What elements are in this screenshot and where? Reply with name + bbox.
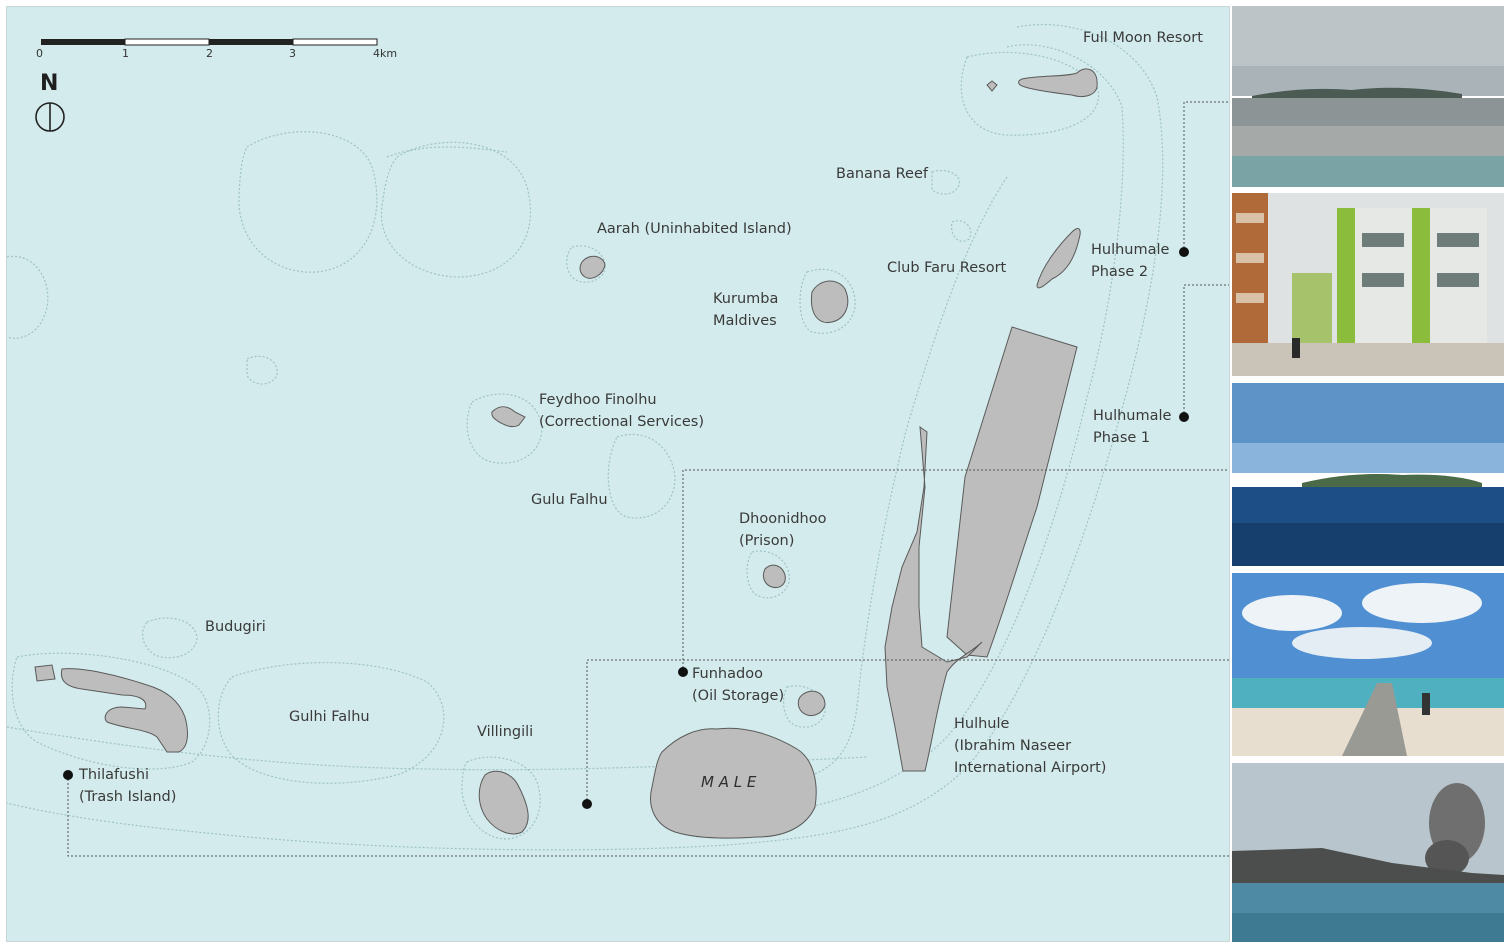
map-panel: 0 1 2 3 4km N Full Moon Resort Banana Re…: [6, 6, 1230, 942]
island-feydhoo: [491, 406, 526, 428]
label-villingili[interactable]: Villingili: [477, 724, 534, 740]
leader-male: [586, 659, 1229, 804]
islands: [34, 68, 1098, 839]
photo-strip: [1232, 6, 1504, 942]
island-funhadoo: [797, 690, 826, 716]
label-feydhoo-finolhu[interactable]: Feydhoo Finolhu(Correctional Services): [539, 392, 704, 430]
island-kurumba: [810, 280, 849, 324]
photo-thilafushi-smoke[interactable]: [1232, 763, 1504, 942]
reef-left-edge: [7, 255, 49, 339]
island-villingili: [478, 770, 529, 835]
label-aarah[interactable]: Aarah (Uninhabited Island): [597, 221, 792, 237]
reef-airport-west: [806, 176, 1008, 778]
island-club-faru: [1036, 228, 1081, 289]
island-dhoonidhoo: [762, 564, 786, 588]
leader-thilafushi: [67, 775, 1229, 857]
label-male[interactable]: M A L E: [701, 773, 757, 791]
photo-hulhumale-apartments[interactable]: [1232, 193, 1504, 376]
marker-funhadoo: [678, 667, 688, 677]
label-funhadoo[interactable]: Funhadoo(Oil Storage): [692, 666, 785, 704]
marker-hulhumale-1: [1179, 412, 1189, 422]
label-full-moon-resort[interactable]: Full Moon Resort: [1083, 30, 1203, 46]
marker-male: [582, 799, 592, 809]
label-thilafushi[interactable]: Thilafushi(Trash Island): [79, 767, 177, 805]
photo-funhadoo-island[interactable]: [1232, 383, 1504, 566]
reef-budugiri: [141, 617, 198, 659]
reef-airport-atoll: [7, 23, 1164, 851]
label-club-faru-resort[interactable]: Club Faru Resort: [887, 260, 1007, 276]
reef-round-1: [238, 131, 378, 273]
reef-feydhoo: [466, 393, 543, 464]
leader-lines: [67, 101, 1229, 857]
label-budugiri[interactable]: Budugiri: [205, 619, 266, 635]
island-hulhumale: [946, 326, 1078, 658]
label-gulu-falhu[interactable]: Gulu Falhu: [531, 492, 608, 508]
island-hulhule: [884, 425, 983, 772]
label-banana-reef[interactable]: Banana Reef: [836, 166, 928, 182]
north-arrow-icon: [35, 102, 65, 132]
photo-hulhumale-phase-2-site[interactable]: [1232, 6, 1504, 187]
scale-tick-1: 1: [122, 47, 129, 60]
scale-tick-4km: 4km: [373, 47, 398, 60]
marker-thilafushi: [63, 770, 73, 780]
reef-gulhi: [217, 661, 445, 784]
scale-bar: [41, 38, 378, 46]
reef-round-2: [380, 141, 532, 278]
reef-airport-atoll-inner: [706, 44, 1124, 823]
photo-male-beach[interactable]: [1232, 573, 1504, 756]
island-aarah: [579, 255, 606, 279]
reef-gulu: [607, 433, 676, 519]
label-gulhi-falhu[interactable]: Gulhi Falhu: [289, 709, 370, 725]
island-full-moon: [1018, 68, 1098, 97]
reef-banana: [931, 169, 960, 195]
leader-funhadoo: [682, 469, 1229, 672]
map-canvas: [7, 23, 1229, 857]
reef-small-1: [246, 355, 278, 385]
scale-tick-0: 0: [36, 47, 43, 60]
north-label: N: [40, 71, 59, 96]
island-thilafushi-west: [34, 664, 56, 682]
leader-hulhumale-1: [1183, 284, 1229, 417]
island-thilafushi: [60, 668, 188, 753]
reef-round-3: [386, 146, 508, 158]
reef-male-south: [7, 726, 868, 771]
scale-tick-2: 2: [206, 47, 213, 60]
reef-villingili: [461, 756, 541, 840]
reef-full-moon: [960, 51, 1100, 136]
leader-hulhumale-2: [1183, 101, 1229, 252]
reef-aarah: [566, 245, 606, 283]
scale-tick-3: 3: [289, 47, 296, 60]
label-dhoonidhoo[interactable]: Dhoonidhoo(Prison): [739, 511, 827, 549]
island-male: [650, 727, 817, 839]
reef-small-east: [950, 220, 972, 242]
marker-hulhumale-2: [1179, 247, 1189, 257]
reef-kurumba: [799, 268, 856, 334]
reef-thilafushi: [11, 652, 211, 770]
markers: [63, 247, 1189, 809]
island-full-moon-islet: [986, 80, 998, 92]
